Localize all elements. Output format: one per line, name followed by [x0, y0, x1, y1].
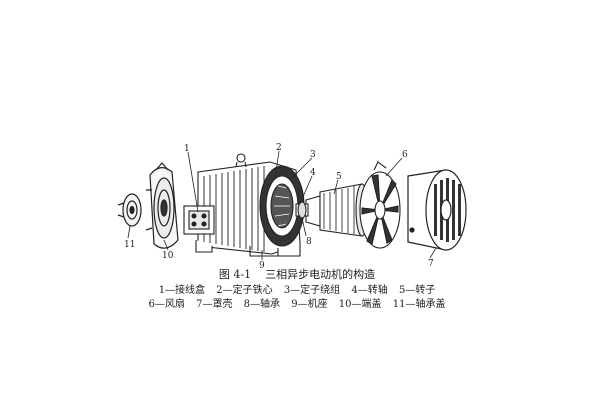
leader-1 — [187, 151, 199, 213]
callout-5: 5 — [336, 172, 342, 182]
legend-item: 8—轴承 — [243, 299, 281, 310]
legend-item: 1—接线盒 — [158, 285, 206, 296]
callout-8: 8 — [306, 237, 312, 247]
callout-9: 9 — [259, 261, 265, 271]
legend-item: 11—轴承盖 — [392, 299, 446, 310]
legend-item: 5—转子 — [398, 285, 436, 296]
figure-caption: 图 4-1 三相异步电动机的构造 1—接线盒 2—定子铁心 3—定子绕组 4—转轴… — [0, 268, 594, 312]
callout-3: 3 — [310, 150, 316, 160]
caption-title-line: 图 4-1 三相异步电动机的构造 — [0, 268, 594, 282]
fan-cover-part — [407, 169, 467, 251]
end-cover-part — [145, 162, 179, 249]
fan-part — [359, 161, 401, 249]
legend-item: 9—机座 — [291, 299, 328, 310]
callout-numbers: 1 2 3 4 5 6 7 8 9 10 11 — [124, 143, 434, 271]
bearing-part — [297, 201, 307, 219]
callout-2: 2 — [276, 143, 282, 153]
leader-lines — [127, 150, 437, 260]
leader-3 — [291, 157, 313, 179]
callout-6: 6 — [402, 150, 408, 160]
legend-item: 4—转轴 — [351, 285, 388, 296]
callout-7: 7 — [428, 259, 434, 269]
rotor-bars — [323, 186, 355, 234]
leader-6 — [385, 157, 403, 177]
rotor-part — [305, 183, 369, 237]
leader-11 — [127, 225, 131, 239]
legend-row-1: 1—接线盒 2—定子铁心 3—定子绕组 4—转轴 5—转子 — [0, 284, 594, 298]
leader-7 — [429, 247, 437, 259]
legend-item: 2—定子铁心 — [216, 285, 273, 296]
callout-1: 1 — [184, 144, 190, 154]
callout-4: 4 — [310, 168, 316, 178]
legend-row-2: 6—风扇 7—罩壳 8—轴承 9—机座 10—端盖 11—轴承盖 — [0, 298, 594, 312]
junction-box-part — [183, 205, 215, 235]
leader-10 — [163, 239, 169, 251]
figure-number: 图 4-1 — [218, 268, 252, 281]
legend-item: 10—端盖 — [338, 299, 382, 310]
callout-10: 10 — [162, 251, 174, 261]
bearing-cap-part — [117, 193, 142, 227]
lifting-eye — [235, 153, 247, 168]
legend-item: 3—定子绕组 — [283, 285, 341, 296]
legend-item: 6—风扇 — [148, 299, 185, 310]
leader-5 — [333, 179, 339, 195]
leader-4 — [299, 175, 313, 205]
callout-11: 11 — [124, 240, 135, 250]
legend-item: 7—罩壳 — [196, 299, 233, 310]
stator-winding-part — [274, 185, 290, 227]
leader-8 — [301, 217, 307, 237]
leader-2 — [274, 150, 280, 179]
figure-title: 三相异步电动机的构造 — [265, 268, 376, 281]
